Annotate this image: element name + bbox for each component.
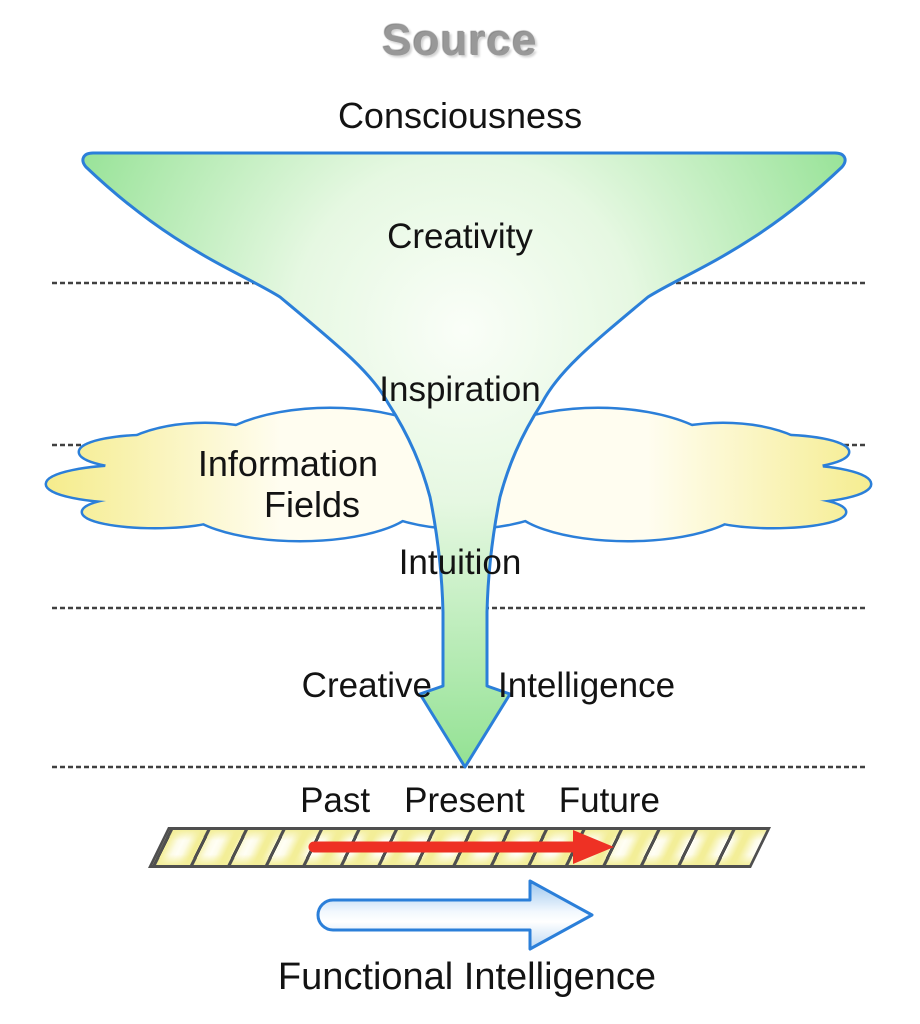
functional-intelligence-label: Functional Intelligence [277,956,657,998]
intuition-label: Intuition [398,543,522,582]
timeline-labels: Past Present Future [160,781,800,821]
information-fields-line2: Fields [263,484,360,525]
past-label: Past [300,781,371,820]
information-fields-cloud [44,406,873,543]
consciousness-label: Consciousness [337,95,583,136]
functional-intelligence-arrow [316,879,594,951]
information-fields-label: Information Fields [118,443,378,525]
inspiration-label: Inspiration [379,370,541,409]
intelligence-label: Intelligence [498,666,676,705]
creative-label: Creative [301,666,432,705]
future-label: Future [558,781,660,820]
present-label: Present [404,781,525,820]
time-arrow [308,830,614,864]
source-title: Source [382,16,538,65]
information-fields-line1: Information [197,443,378,484]
funnel-arrow-shape [81,151,847,769]
creativity-label: Creativity [387,217,533,256]
